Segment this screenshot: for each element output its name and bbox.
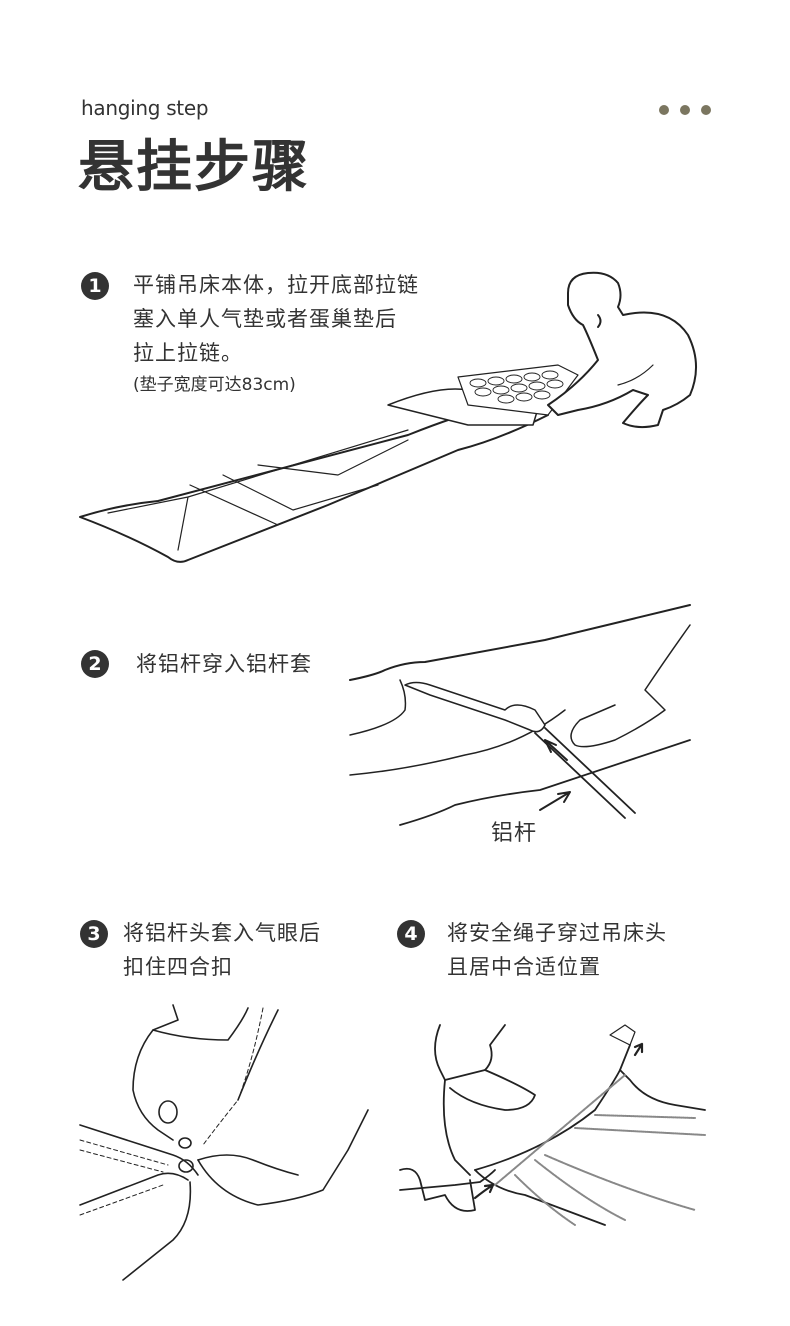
page-title: 悬挂步骤 [78, 135, 310, 200]
step-line: 且居中合适位置 [447, 955, 601, 979]
dot [701, 105, 711, 115]
step-line: 将铝杆穿入铝杆套 [136, 652, 312, 676]
step-1-illustration [78, 265, 708, 570]
aluminum-pole-label: 铝杆 [491, 821, 538, 846]
step-number-badge: 3 [80, 920, 108, 948]
step-number-badge: 1 [81, 272, 109, 300]
step-line: 拉上拉链。 [133, 341, 243, 365]
step-number-badge: 4 [397, 920, 425, 948]
step-3-text: 将铝杆头套入气眼后 扣住四合扣 [123, 916, 321, 984]
section-subtitle: hanging step [81, 96, 209, 120]
step-2-text: 将铝杆穿入铝杆套 [136, 647, 312, 681]
dot [680, 105, 690, 115]
dot [659, 105, 669, 115]
more-dots-icon [659, 105, 711, 115]
step-1-text: 平铺吊床本体，拉开底部拉链 塞入单人气垫或者蛋巢垫后 拉上拉链。 (垫子宽度可达… [133, 268, 419, 400]
step-line: 将铝杆头套入气眼后 [123, 921, 321, 945]
step-3-illustration [78, 1000, 378, 1285]
step-number-badge: 2 [81, 650, 109, 678]
step-line: 塞入单人气垫或者蛋巢垫后 [133, 307, 397, 331]
step-4-text: 将安全绳子穿过吊床头 且居中合适位置 [447, 916, 667, 984]
step-note: (垫子宽度可达83cm) [133, 375, 296, 395]
step-line: 将安全绳子穿过吊床头 [447, 921, 667, 945]
step-line: 扣住四合扣 [123, 955, 233, 979]
step-2-illustration [345, 600, 695, 830]
step-line: 平铺吊床本体，拉开底部拉链 [133, 273, 419, 297]
step-4-illustration [395, 1020, 710, 1230]
